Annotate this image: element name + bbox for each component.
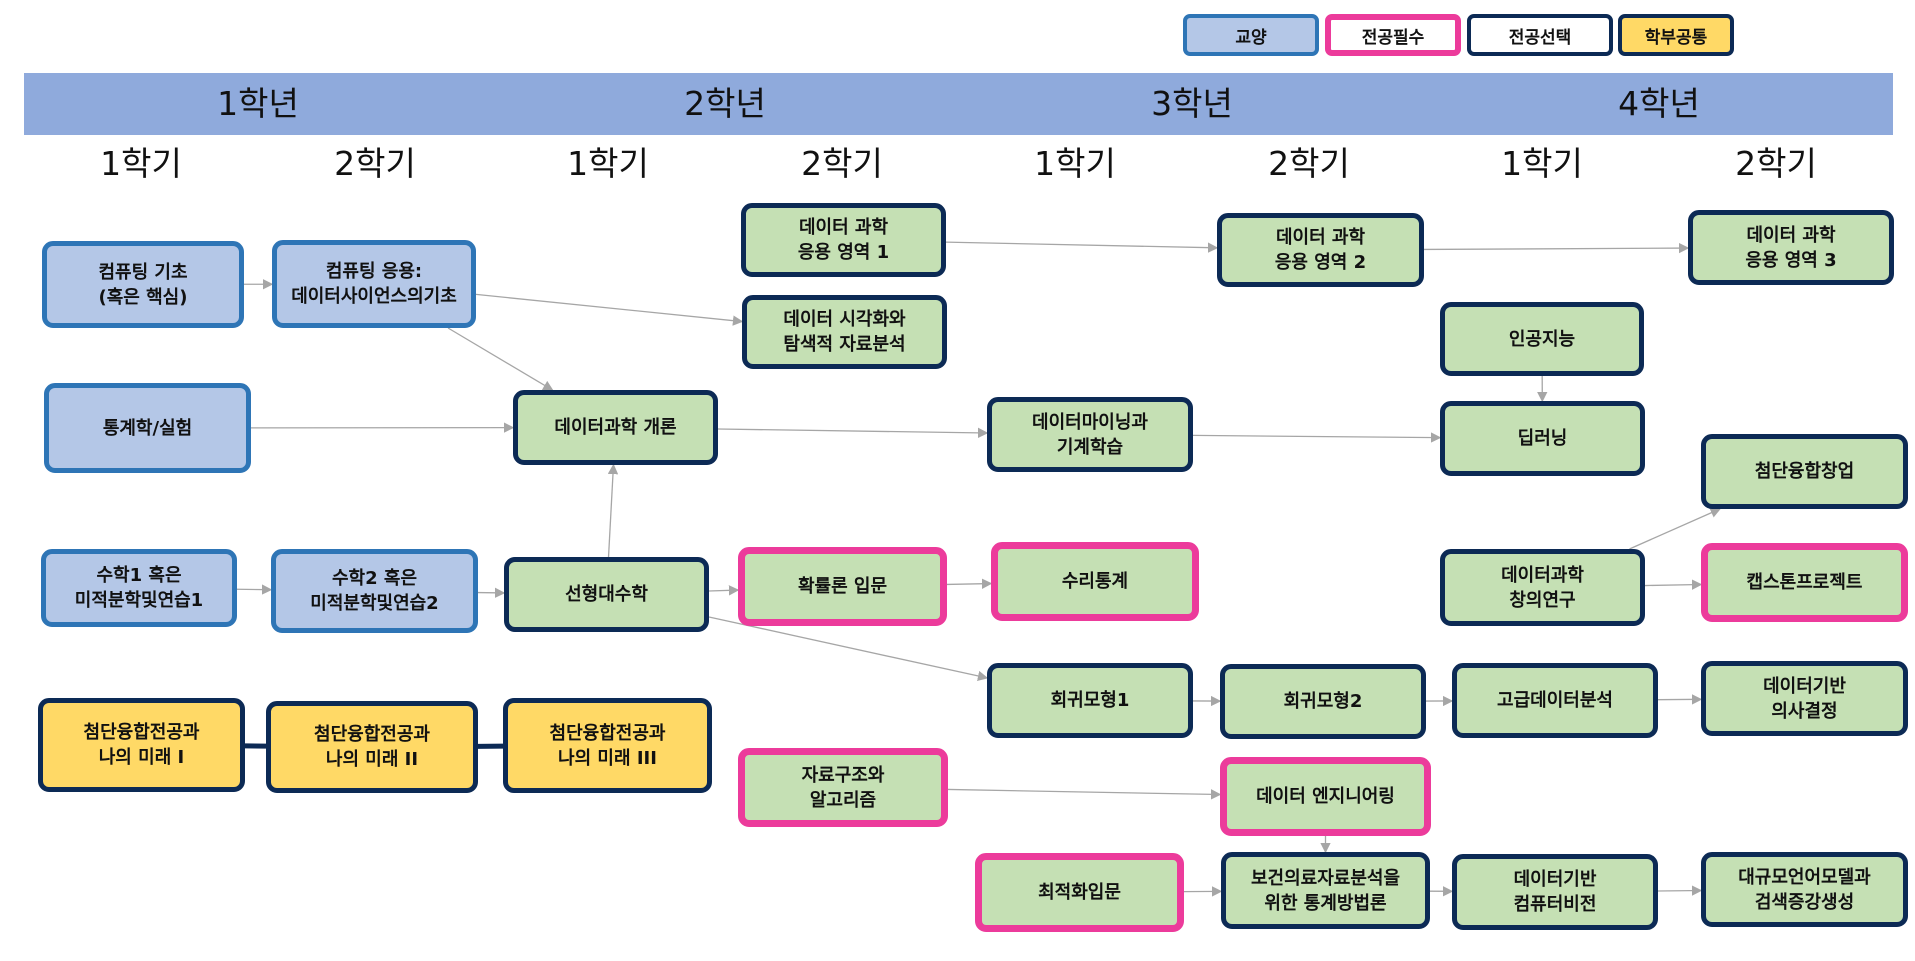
year-4-label: 4학년 (1618, 84, 1700, 123)
prerequisite-arrow (947, 788, 1222, 800)
course-optimization[interactable]: 최적화입문 (975, 853, 1184, 932)
prerequisite-arrow (475, 293, 744, 326)
course-deep-learning[interactable]: 딥러닝 (1440, 401, 1645, 476)
legend-school-common: 학부공통 (1618, 14, 1734, 56)
course-statistics-lab[interactable]: 통계학/실험 (44, 383, 251, 473)
course-probability[interactable]: 확률론 입문 (738, 547, 947, 626)
course-future-1[interactable]: 첨단융합전공과 나의 미래 I (38, 698, 245, 792)
course-ds-application-2[interactable]: 데이터 과학 응용 영역 2 (1217, 213, 1424, 287)
course-health-medical-statistics[interactable]: 보건의료자료분석을 위한 통계방법론 (1221, 852, 1430, 929)
course-data-engineering[interactable]: 데이터 엔지니어링 (1220, 757, 1431, 836)
course-data-structures-algorithms[interactable]: 자료구조와 알고리즘 (738, 748, 948, 827)
semester-label: 2학기 (1268, 144, 1350, 183)
legend-major-elective: 전공선택 (1467, 14, 1613, 56)
prerequisite-arrow (607, 463, 619, 558)
prerequisite-arrow (708, 616, 989, 682)
semester-label: 2학기 (1735, 144, 1817, 183)
prerequisite-arrow (945, 241, 1219, 253)
course-linear-algebra[interactable]: 선형대수학 (504, 557, 709, 632)
course-ds-application-3[interactable]: 데이터 과학 응용 영역 3 (1688, 210, 1894, 285)
prerequisite-arrow (717, 427, 989, 439)
prerequisite-arrow (1423, 242, 1690, 254)
course-computing-basic[interactable]: 컴퓨팅 기초 (혹은 핵심) (42, 241, 244, 328)
course-data-based-decision[interactable]: 데이터기반 의사결정 (1701, 661, 1908, 736)
legend-general-ed: 교양 (1183, 14, 1319, 56)
course-ds-intro[interactable]: 데이터과학 개론 (513, 390, 718, 465)
prerequisite-arrow (1192, 432, 1442, 443)
prerequisite-arrow (1629, 507, 1721, 550)
course-capstone-project[interactable]: 캡스톤프로젝트 (1701, 543, 1908, 622)
course-regression-1[interactable]: 회귀모형1 (987, 663, 1193, 738)
year-1-label: 1학년 (217, 84, 299, 123)
semester-label: 1학기 (567, 144, 649, 183)
course-ds-application-1[interactable]: 데이터 과학 응용 영역 1 (741, 203, 946, 277)
course-future-2[interactable]: 첨단융합전공과 나의 미래 II (266, 701, 478, 793)
course-llm-rag[interactable]: 대규모언어모델과 검색증강생성 (1701, 852, 1908, 927)
legend-major-required: 전공필수 (1325, 14, 1461, 56)
course-datamining-ml[interactable]: 데이터마이닝과 기계학습 (987, 397, 1193, 472)
course-startup[interactable]: 첨단융합창업 (1701, 434, 1908, 509)
year-header-band: 1학년 2학년 3학년 4학년 (24, 73, 1893, 135)
semester-label: 1학기 (100, 144, 182, 183)
course-math-statistics[interactable]: 수리통계 (991, 542, 1199, 621)
course-artificial-intelligence[interactable]: 인공지능 (1440, 302, 1644, 376)
prerequisite-arrow (447, 327, 554, 391)
course-visualization-eda[interactable]: 데이터 시각화와 탐색적 자료분석 (742, 295, 947, 369)
course-ds-creative-research[interactable]: 데이터과학 창의연구 (1440, 549, 1645, 626)
course-regression-2[interactable]: 회귀모형2 (1220, 664, 1426, 739)
prerequisite-arrow (946, 578, 993, 589)
course-math-1[interactable]: 수학1 혹은 미적분학및연습1 (41, 549, 237, 627)
course-future-3[interactable]: 첨단융합전공과 나의 미래 III (503, 698, 712, 793)
semester-label: 1학기 (1501, 144, 1583, 183)
semester-label: 2학기 (801, 144, 883, 183)
course-computing-application[interactable]: 컴퓨팅 응용: 데이터사이언스의기초 (272, 240, 476, 328)
year-2-label: 2학년 (684, 84, 766, 123)
prerequisite-arrow (708, 585, 740, 596)
course-computer-vision[interactable]: 데이터기반 컴퓨터비전 (1452, 854, 1658, 930)
semester-label: 2학기 (334, 144, 416, 183)
semester-label: 1학기 (1034, 144, 1116, 183)
course-math-2[interactable]: 수학2 혹은 미적분학및연습2 (271, 549, 478, 633)
year-3-label: 3학년 (1151, 84, 1233, 123)
course-advanced-data-analysis[interactable]: 고급데이터분석 (1452, 663, 1658, 738)
prerequisite-arrow (1644, 579, 1703, 590)
